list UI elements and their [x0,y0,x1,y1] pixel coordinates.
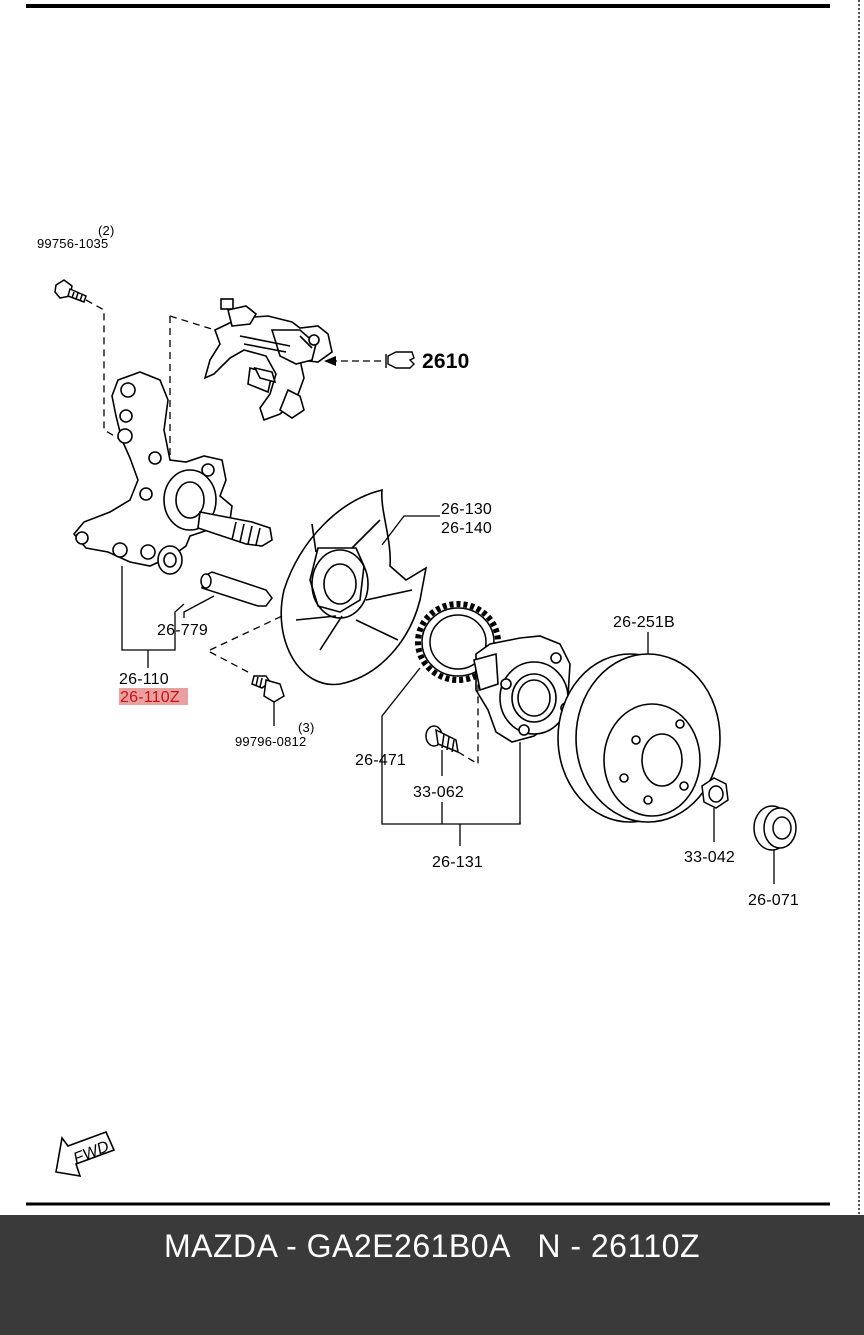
leader-hub-bolt-dash [457,684,479,766]
label-abs-ring: 26-471 [355,752,406,769]
caliper-part [203,298,333,422]
label-knuckle-alt: 26-110Z [120,689,180,706]
brake-disc-part [557,653,721,823]
pointing-hand-icon [385,351,415,369]
pin-part [200,571,273,607]
cap-part [753,805,797,851]
leader-bolt-bottom-a [209,651,249,673]
label-disc: 26-251B [613,614,675,631]
leader-dust-shield [381,515,440,546]
hub-bolt-part [425,725,459,754]
label-bolt-bottom-qty: (3) [298,720,315,735]
leader-bolt-top [85,299,119,439]
label-dust-shield-a: 26-130 [441,501,492,518]
leader-caliper-a [169,315,216,331]
bolt-bottom-part [251,675,285,703]
leader-abs-ring [381,667,421,822]
footer-bar: MAZDA - GA2E261B0A N - 26110Z [0,1215,864,1335]
label-cap: 26-071 [748,892,799,909]
dust-shield-part [280,488,428,686]
label-pin: 26-779 [157,622,208,639]
footer-part-number: MAZDA - GA2E261B0A N - 26110Z [163,1228,701,1264]
bolt-top-part [54,279,87,303]
label-bolt-bottom: 99796-0812 [235,734,306,749]
label-bolt-top-qty: (2) [98,223,115,238]
leader-pin [183,595,215,618]
fwd-arrow-icon: FWD [55,1130,116,1178]
arrow-caliper [324,356,336,366]
label-bolt-top: 99756-1035 [37,236,108,251]
label-knuckle: 26-110 [119,671,169,688]
label-dust-shield-b: 26-140 [441,520,492,537]
nut-part [701,777,729,809]
exploded-parts-diagram: (2) 99756-1035 2610 26-130 26-140 26-779… [26,0,860,1215]
highlight-box [119,688,188,705]
diagram-canvas: (2) 99756-1035 2610 26-130 26-140 26-779… [26,0,860,1215]
label-nut: 33-042 [684,849,735,866]
knuckle-part [72,371,273,575]
leader-knuckle [121,566,185,651]
hub-part [473,635,572,743]
bracket-hub-assembly [381,822,521,825]
label-hub-bolt: 33-062 [413,784,464,801]
label-caliper-ref: 2610 [422,350,470,373]
label-hub-assembly: 26-131 [432,854,483,871]
